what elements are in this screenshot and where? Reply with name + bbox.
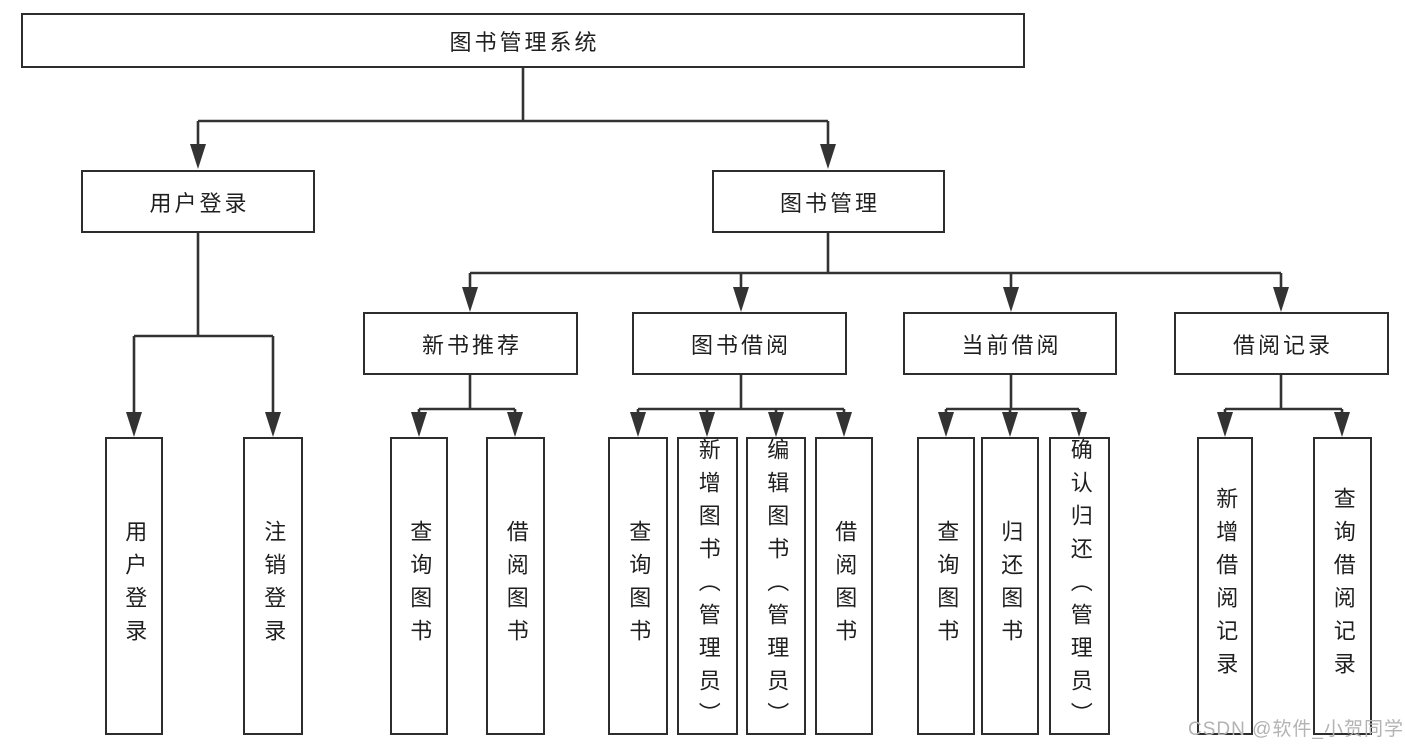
leaf-label: 确认归还（管理员）	[1067, 437, 1093, 735]
arrow-down-icon	[190, 144, 206, 169]
node-current-borrow: 当前借阅	[903, 312, 1117, 375]
node-label: 图书管理	[779, 190, 880, 216]
leaf-label: 新增图书（管理员）	[695, 437, 721, 735]
leaf-confirm-return-admin: 确认归还（管理员）	[1049, 437, 1110, 735]
edge-user-login-to-leaves	[126, 233, 281, 437]
arrow-down-icon	[1071, 412, 1087, 437]
leaf-borrow-books: 借阅图书	[815, 437, 873, 735]
leaf-borrow-books: 借阅图书	[486, 437, 545, 735]
arrow-down-icon	[630, 412, 646, 437]
leaf-label: 编辑图书（管理员）	[764, 437, 790, 735]
arrow-down-icon	[1003, 287, 1019, 312]
leaf-add-books-admin: 新增图书（管理员）	[677, 437, 738, 735]
arrow-down-icon	[1273, 287, 1289, 312]
arrow-down-icon	[768, 412, 784, 437]
leaf-label: 查询借阅记录	[1330, 487, 1356, 685]
edge-borrow-records-to-leaves	[1217, 375, 1350, 437]
arrow-down-icon	[733, 287, 749, 312]
leaf-query-books: 查询图书	[917, 437, 975, 735]
leaf-label: 查询图书	[934, 520, 960, 652]
node-label: 新书推荐	[421, 332, 522, 358]
leaf-label: 借阅图书	[832, 520, 858, 652]
node-library-management-system: 图书管理系统	[21, 13, 1025, 68]
leaf-label: 查询图书	[407, 520, 433, 652]
leaf-label: 归还图书	[998, 520, 1024, 652]
node-new-book-recommend: 新书推荐	[363, 312, 578, 375]
arrow-down-icon	[126, 412, 142, 437]
leaf-edit-books-admin: 编辑图书（管理员）	[746, 437, 806, 735]
arrow-down-icon	[699, 412, 715, 437]
csdn-watermark: CSDN @软件_小贺同学	[1188, 719, 1404, 740]
leaf-query-books: 查询图书	[390, 437, 448, 735]
arrow-down-icon	[1334, 412, 1350, 437]
arrow-down-icon	[938, 412, 954, 437]
leaf-label: 新增借阅记录	[1213, 487, 1239, 685]
arrow-down-icon	[836, 412, 852, 437]
arrow-down-icon	[1217, 412, 1233, 437]
leaf-query-books: 查询图书	[608, 437, 668, 735]
arrow-down-icon	[820, 144, 836, 169]
arrow-down-icon	[462, 287, 478, 312]
arrow-down-icon	[265, 412, 281, 437]
leaf-label: 注销登录	[261, 520, 287, 652]
arrow-down-icon	[1002, 412, 1018, 437]
leaf-query-borrow-record: 查询借阅记录	[1313, 437, 1372, 735]
node-label: 借阅记录	[1232, 332, 1333, 358]
edge-book-borrow-to-leaves	[630, 375, 852, 437]
arrow-down-icon	[411, 412, 427, 437]
node-label: 当前借阅	[961, 332, 1062, 358]
edge-new-book-recommend-to-leaves	[411, 375, 523, 437]
leaf-label: 查询图书	[626, 520, 652, 652]
node-label: 图书借阅	[690, 332, 791, 358]
node-user-login: 用户登录	[81, 170, 315, 233]
node-label: 用户登录	[149, 190, 250, 216]
node-label: 图书管理系统	[449, 29, 600, 55]
edge-current-borrow-to-leaves	[938, 375, 1087, 437]
edge-book-management-to-sections	[462, 233, 1289, 312]
leaf-label: 用户登录	[122, 520, 148, 652]
edge-root-to-level2	[190, 67, 836, 169]
leaf-add-borrow-record: 新增借阅记录	[1197, 437, 1253, 735]
leaf-return-books: 归还图书	[981, 437, 1039, 735]
leaf-logout: 注销登录	[243, 437, 303, 735]
arrow-down-icon	[507, 412, 523, 437]
leaf-label: 借阅图书	[503, 520, 529, 652]
leaf-user-login: 用户登录	[105, 437, 163, 735]
node-book-management: 图书管理	[712, 170, 945, 233]
node-borrow-records: 借阅记录	[1174, 312, 1389, 375]
node-book-borrow: 图书借阅	[632, 312, 847, 375]
